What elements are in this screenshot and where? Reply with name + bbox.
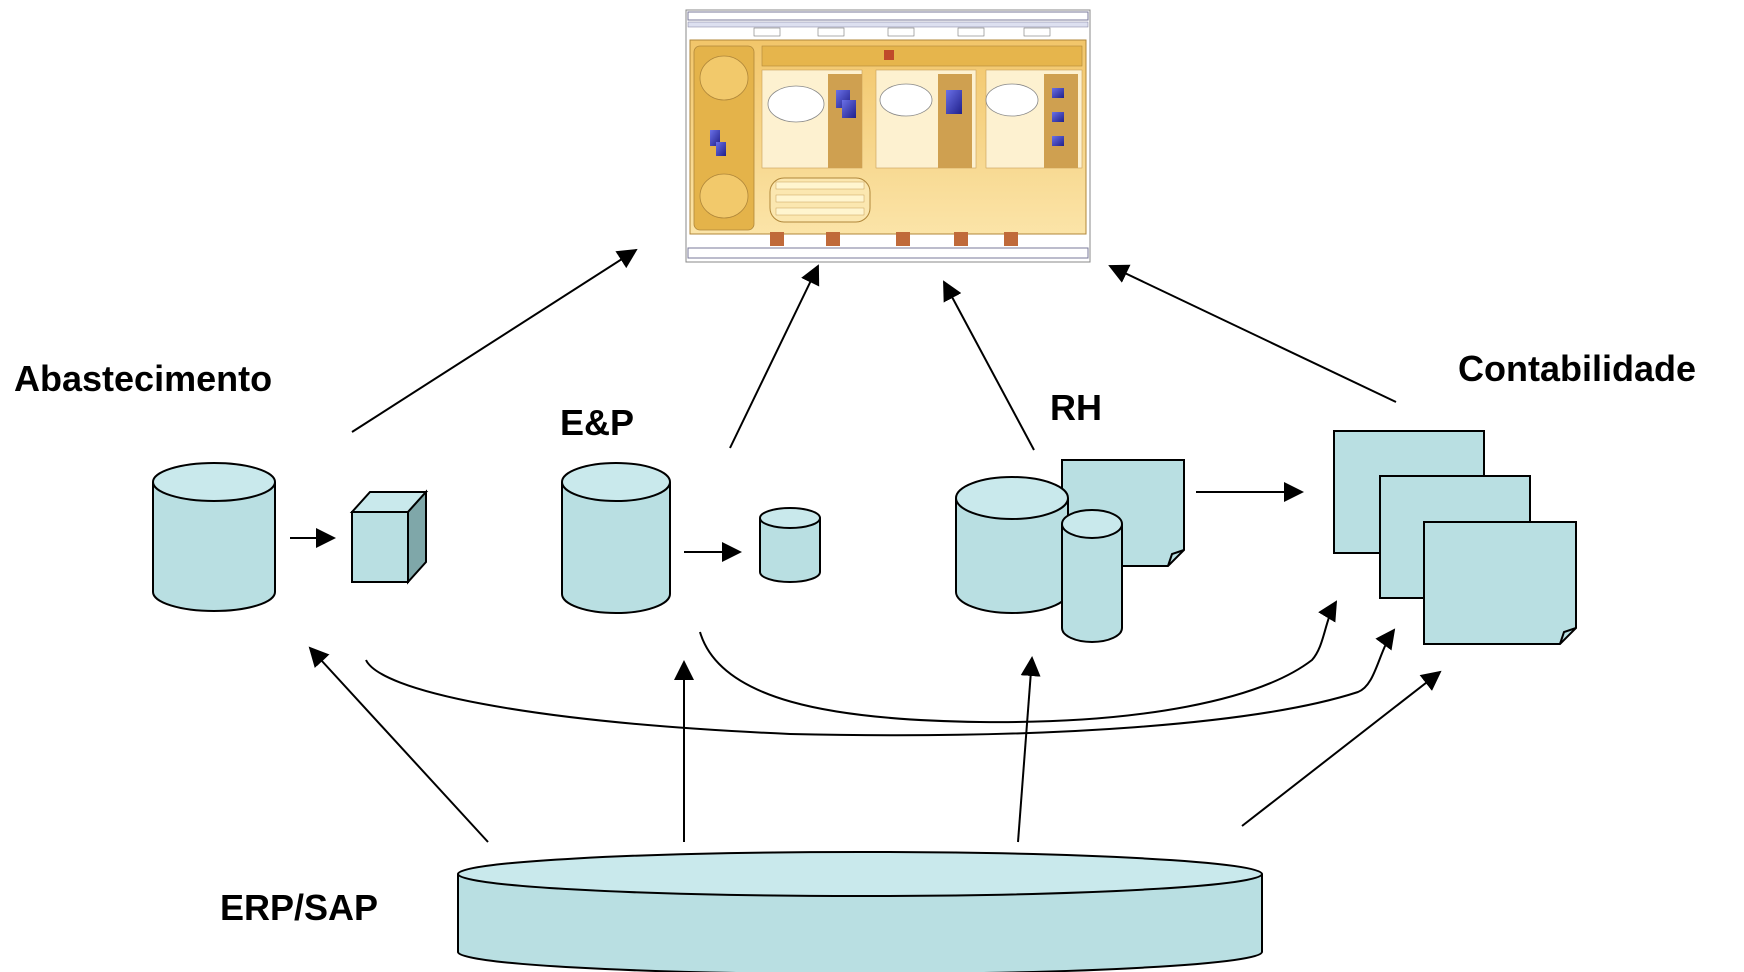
rh-tall-database-icon: [1061, 509, 1123, 643]
ep-database-icon: [561, 462, 671, 614]
rh-database-icon: [955, 476, 1069, 614]
dashboard-bottom-pillars: [770, 232, 1018, 246]
arrow-contabilidade-to-dashboard: [1108, 264, 1397, 403]
label-rh: RH: [1050, 387, 1102, 428]
abastecimento-cube-icon: [349, 489, 429, 585]
curve-abastecimento-to-contabilidade: [365, 628, 1396, 737]
arrow-rh-to-dashboard: [943, 280, 1035, 451]
curve-ep-to-contabilidade: [699, 600, 1338, 724]
label-abastecimento: Abastecimento: [14, 358, 272, 399]
arrow-erp-to-rh: [1017, 656, 1041, 843]
label-erp: ERP/SAP: [220, 887, 378, 928]
label-ep: E&P: [560, 402, 634, 443]
ep-small-database-icon: [759, 507, 821, 583]
erp-sap-database-icon: [457, 851, 1263, 972]
abastecimento-database-icon: [152, 462, 276, 612]
dashboard-screenshot: [685, 9, 1091, 263]
arrow-abastecimento-to-dashboard: [351, 248, 638, 433]
arrow-erp-to-contabilidade: [1241, 670, 1442, 827]
label-contabilidade: Contabilidade: [1458, 348, 1696, 389]
arrow-erp-to-abastecimento: [308, 646, 489, 843]
arrow-ep-to-dashboard: [729, 264, 820, 449]
contabilidade-documents-icon: [1333, 430, 1577, 645]
dashboard-top-tabs: [753, 27, 1051, 37]
